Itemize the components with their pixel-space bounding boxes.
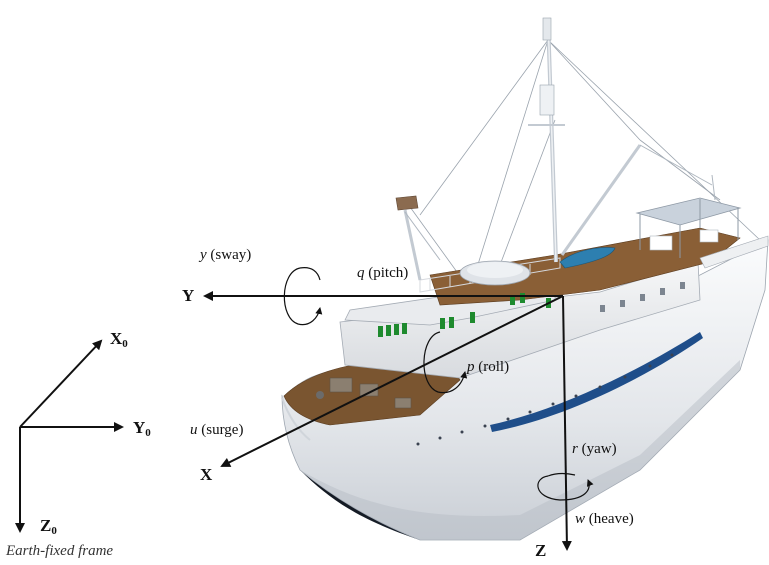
yaw-label: r (yaw) xyxy=(572,441,617,457)
ship xyxy=(280,17,769,541)
rotation-indicators xyxy=(283,267,594,501)
earth-x-label: X0 xyxy=(110,329,128,350)
aft-canopy xyxy=(635,197,742,226)
waterline-stripe xyxy=(490,332,703,432)
earth-y-label: Y0 xyxy=(133,418,151,439)
earth-frame-caption: Earth-fixed frame xyxy=(6,543,114,559)
roll-rotation-arrow xyxy=(423,331,468,394)
superstructure-lower xyxy=(339,261,701,379)
crane-boom xyxy=(560,144,716,256)
sway-label: y (sway) xyxy=(200,247,252,263)
earth-frame-axes xyxy=(15,339,124,533)
pitch-rotation-arrow xyxy=(283,267,323,326)
body-z-axis xyxy=(561,295,572,551)
roll-label: p (roll) xyxy=(467,359,510,375)
earth-x-axis xyxy=(19,339,103,428)
lifeboat xyxy=(559,247,616,269)
body-x-label: X xyxy=(200,465,213,484)
surge-label: u (surge) xyxy=(190,422,244,438)
body-frame-axes xyxy=(203,291,572,551)
pitch-label: q (pitch) xyxy=(357,265,409,281)
yaw-rotation-arrow xyxy=(537,475,594,501)
portholes xyxy=(416,353,674,446)
earth-z-label: Z0 xyxy=(40,516,57,537)
body-x-axis xyxy=(220,295,564,467)
body-y-label: Y xyxy=(182,286,195,305)
body-z-label: Z xyxy=(535,541,547,560)
fore-mast xyxy=(395,195,441,281)
heave-label: w (heave) xyxy=(575,511,634,527)
main-mast xyxy=(528,17,565,263)
